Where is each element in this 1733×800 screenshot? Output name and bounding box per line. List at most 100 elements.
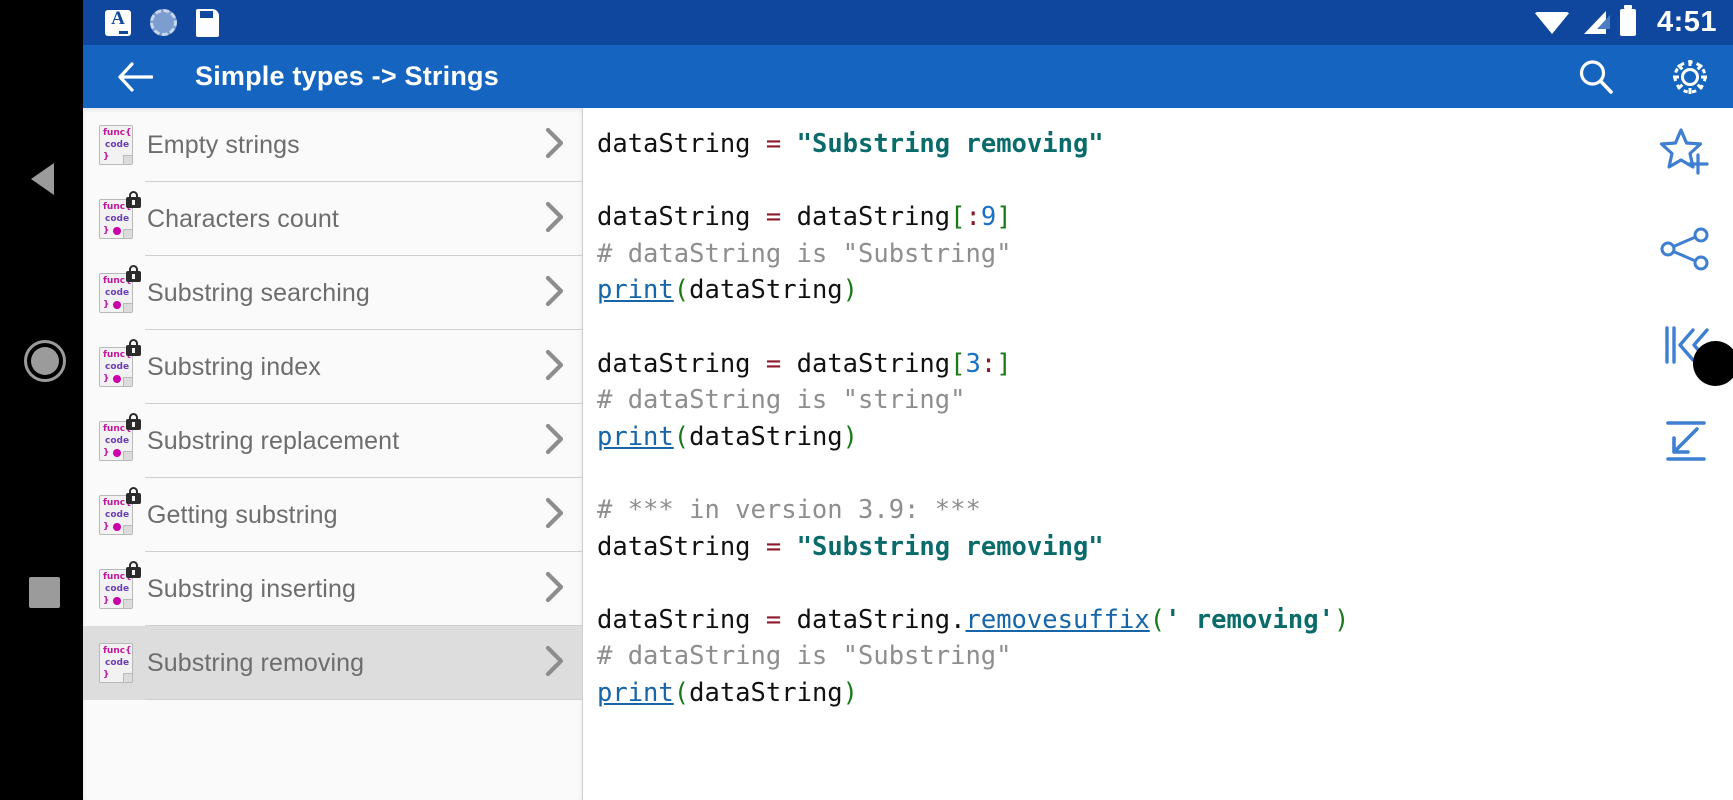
- status-bar-notifications: [105, 8, 219, 37]
- code-token: 3: [965, 348, 981, 379]
- code-token: dataString: [689, 421, 843, 452]
- chevron-right-icon: [542, 644, 568, 683]
- code-file-icon: func{code}: [99, 191, 141, 239]
- code-token: 9: [980, 202, 997, 233]
- list-separator: [145, 551, 582, 552]
- code-file-icon: func{code}: [99, 561, 141, 609]
- code-token: dataString: [689, 677, 843, 708]
- back-button[interactable]: [105, 47, 165, 107]
- code-token: dataString: [796, 604, 951, 635]
- code-token: [: [950, 202, 966, 233]
- list-item-label: Substring removing: [147, 648, 365, 677]
- code-token: dataString: [597, 604, 766, 635]
- wifi-icon: [1533, 11, 1570, 34]
- list-separator: [145, 329, 582, 330]
- code-token: "Substring removing": [796, 129, 1104, 159]
- touch-point: [1693, 341, 1733, 386]
- list-item[interactable]: func{code}Substring index: [83, 330, 582, 404]
- app-a-icon: [105, 8, 131, 36]
- lock-icon: [126, 413, 141, 430]
- toolbar-actions: [1575, 56, 1711, 98]
- gear-icon[interactable]: [1669, 56, 1711, 98]
- back-arrow-icon: [118, 61, 153, 92]
- code-token: ): [842, 275, 859, 306]
- code-token: (: [673, 677, 690, 708]
- list-item[interactable]: func{code}Substring replacement: [83, 404, 582, 478]
- status-bar-clock: 4:51: [1656, 6, 1717, 38]
- chevron-right-icon: [542, 274, 568, 313]
- code-token: =: [765, 202, 797, 233]
- status-bar-system: 4:51: [1533, 5, 1717, 38]
- battery-icon: [1619, 5, 1636, 36]
- lock-icon: [126, 487, 141, 504]
- code-file-icon: func{code}: [99, 125, 133, 165]
- code-token: dataString: [597, 348, 766, 379]
- code-file-icon: func{code}: [99, 265, 141, 313]
- code-token: =: [765, 348, 797, 379]
- app-toolbar: Simple types -> Strings: [83, 45, 1733, 108]
- home-circle-icon: [24, 340, 66, 382]
- list-item-label: Characters count: [147, 204, 339, 233]
- code-file-icon: func{code}: [99, 339, 141, 387]
- lock-icon: [126, 561, 141, 578]
- list-item-label: Substring inserting: [147, 574, 356, 603]
- share-icon[interactable]: [1659, 222, 1713, 276]
- spinner-icon: [150, 9, 177, 36]
- list-item[interactable]: func{code} Substring removing: [83, 626, 582, 700]
- android-home-button[interactable]: [0, 316, 92, 408]
- recents-square-icon: [29, 577, 60, 608]
- code-token: dataString: [597, 202, 766, 233]
- code-token: (: [673, 275, 690, 306]
- code-token: ): [842, 421, 859, 452]
- code-file-icon: func{code}: [99, 643, 133, 683]
- list-separator: [145, 181, 582, 182]
- code-token: =: [765, 604, 797, 635]
- add-to-favorites-icon[interactable]: [1659, 126, 1713, 180]
- list-item-label: Empty strings: [147, 130, 300, 159]
- sdcard-icon: [196, 8, 219, 37]
- page-title: Simple types -> Strings: [195, 61, 499, 91]
- list-item[interactable]: func{code}Substring searching: [83, 256, 582, 330]
- code-token: # dataString is "Substring": [597, 641, 1012, 672]
- list-item[interactable]: func{code} Empty strings: [83, 108, 582, 182]
- list-item-label: Substring searching: [147, 278, 370, 307]
- code-token: # dataString is "Substring": [597, 238, 1012, 269]
- code-token[interactable]: removesuffix: [965, 604, 1150, 635]
- list-item[interactable]: func{code}Substring inserting: [83, 552, 582, 626]
- android-recents-button[interactable]: [0, 548, 92, 640]
- code-file-icon: func{code}: [99, 413, 141, 461]
- code-block: dataString = "Substring removing" dataSt…: [597, 126, 1733, 712]
- code-token[interactable]: print: [597, 275, 674, 306]
- chevron-right-icon: [542, 422, 568, 461]
- android-navigation-bar: [0, 0, 92, 800]
- code-token[interactable]: print: [597, 421, 674, 452]
- chevron-right-icon: [542, 200, 568, 239]
- list-item[interactable]: func{code}Characters count: [83, 182, 582, 256]
- collapse-icon[interactable]: [1659, 414, 1713, 468]
- lock-icon: [126, 191, 141, 208]
- code-token: ): [1333, 604, 1350, 635]
- code-token: dataString: [796, 348, 951, 379]
- lock-icon: [126, 339, 141, 356]
- search-icon[interactable]: [1575, 56, 1617, 98]
- chevron-right-icon: [542, 570, 568, 609]
- list-separator: [145, 625, 582, 626]
- chevron-right-icon: [542, 496, 568, 535]
- code-token: "Substring removing": [796, 531, 1104, 562]
- code-token[interactable]: print: [597, 677, 674, 708]
- code-token: =: [765, 531, 797, 562]
- code-viewer[interactable]: dataString = "Substring removing" dataSt…: [583, 108, 1733, 800]
- signal-icon: [1583, 11, 1610, 34]
- list-item[interactable]: func{code}Getting substring: [83, 478, 582, 552]
- android-back-button[interactable]: [0, 131, 92, 223]
- app-screen: 4:51 Simple types -> Strings: [83, 0, 1733, 800]
- code-token: =: [765, 129, 797, 159]
- code-token: (: [673, 421, 690, 452]
- list-separator: [145, 699, 582, 700]
- code-token: :: [980, 348, 997, 379]
- list-item-label: Getting substring: [147, 500, 338, 529]
- code-token: ]: [996, 348, 1012, 379]
